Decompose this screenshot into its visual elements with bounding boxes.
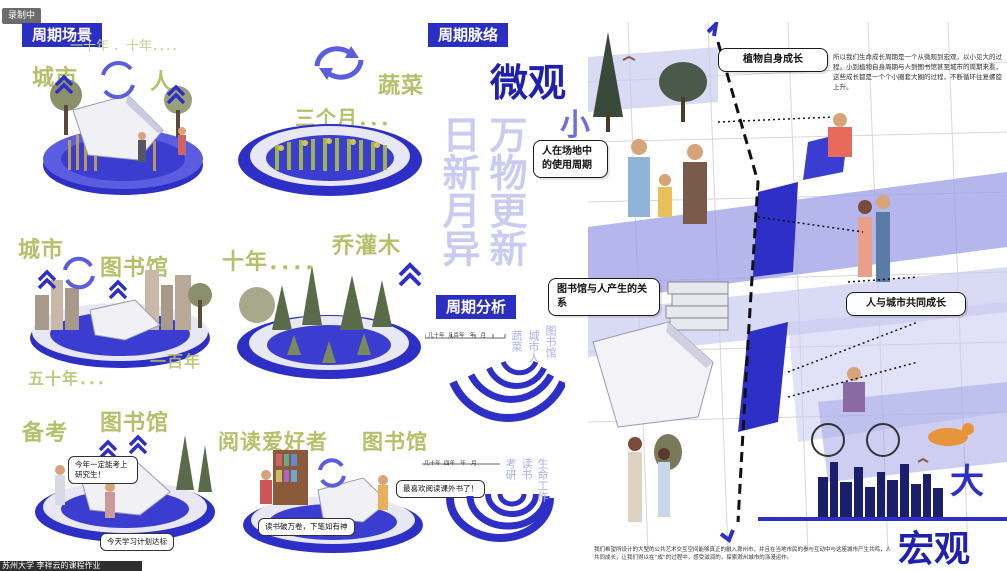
bubble-exam-goal: 今年一定能考上研究生！ — [68, 456, 138, 484]
title-micro: 微观 — [490, 61, 567, 105]
title-macro: 宏观 — [898, 529, 971, 570]
scene-exam — [35, 434, 215, 542]
tick-label: 月 — [480, 333, 487, 339]
analysis-label-city: 城市人 — [527, 330, 540, 363]
tick-label: 几十年 — [428, 333, 445, 339]
label-ten-years: 十年．．．． — [222, 250, 328, 275]
vertical-rix: 日新月异 — [436, 115, 480, 267]
label-fifty-years: 五十年．．． — [28, 369, 115, 388]
tag-cycle-analysis: 周期分析 — [436, 295, 517, 319]
recording-badge: 录制中 — [2, 8, 42, 24]
bubble-plant-growth: 植物自身成长 — [718, 48, 828, 72]
scene-trees — [237, 262, 422, 379]
analysis-ticks-top: 几十年 几百年 年 月 — [428, 331, 486, 339]
tick-label: 年 — [469, 333, 476, 339]
scene-readers — [243, 450, 423, 553]
bubble-library-people: 图书馆与人产生的关系 — [548, 278, 660, 316]
scene-vegetable-field — [238, 124, 422, 196]
map-background — [588, 22, 1007, 552]
scene-city-library — [30, 256, 212, 368]
label-hundred-years: 一百年 — [150, 352, 202, 371]
analysis-label-lib: 图书馆 — [544, 325, 557, 358]
tick-label: 几十年 — [424, 461, 441, 467]
analysis-label-veg: 蔬菜 — [510, 330, 523, 352]
bottom-caption: 苏州大学 李祥云的课程作业 — [0, 561, 142, 571]
bubble-like-reading: 最喜欢阅读课外书了！ — [396, 480, 485, 498]
tick-label: 月 — [471, 461, 477, 467]
analysis-label-reading: 读书 — [520, 458, 533, 480]
vertical-wanwu: 万物更新 — [483, 115, 527, 267]
bubble-site-usage: 人在场地中的使用周期 — [533, 140, 608, 178]
scene-city-person — [43, 61, 203, 195]
label-exam: 备考 — [22, 421, 69, 446]
right-collage: 植物自身成长 所以我们生命成长周期是一个从微观到宏观，以小见大的过程。小到植物自… — [533, 22, 1007, 570]
bubble-study-plan: 今天学习计划达标 — [100, 533, 174, 551]
char-small: 小 — [560, 108, 590, 143]
tick-label: 年 — [460, 461, 466, 467]
char-big: 大 — [950, 462, 984, 502]
label-shrub: 乔灌木 — [332, 234, 402, 259]
refresh-icon-1 — [314, 46, 364, 80]
tick-label: 四年 — [444, 461, 456, 467]
bubble-read-books: 读书破万卷，下笔如有神 — [258, 518, 355, 536]
tag-cycle-context: 周期脉络 — [428, 23, 509, 47]
analysis-ticks-bottom: 几十年 四年 年 月 — [424, 459, 477, 467]
tick-label: 几百年 — [448, 333, 465, 339]
analysis-label-exam: 考研 — [504, 458, 517, 480]
label-veg: 蔬菜 — [378, 74, 425, 99]
label-lib-3: 图书馆 — [362, 430, 428, 454]
paragraph-top: 所以我们生命成长周期是一个从微观到宏观，以小见大的过程。小到植物自身周期与人到图… — [833, 53, 1002, 91]
paragraph-bottom: 我们希望所设计的大型的公共艺术交互空间能够真正的融入滁州市，并且在当地市民的参与… — [594, 547, 892, 561]
years-label-1: 一十年 ．十年．．．． — [70, 39, 185, 54]
analysis-diagram-top — [425, 334, 565, 423]
tag-cycle-scene: 周期场景 — [22, 23, 103, 47]
bubble-city-growth: 人与城市共同成长 — [846, 292, 966, 316]
analysis-diagram-bottom — [422, 463, 554, 542]
label-lib-2: 图书馆 — [100, 411, 170, 436]
label-person: 人 — [150, 70, 174, 95]
label-city-2: 城市 — [18, 238, 65, 263]
label-reader: 阅读爱好者 — [218, 430, 328, 454]
analysis-label-life: 生命工作 — [536, 458, 549, 502]
